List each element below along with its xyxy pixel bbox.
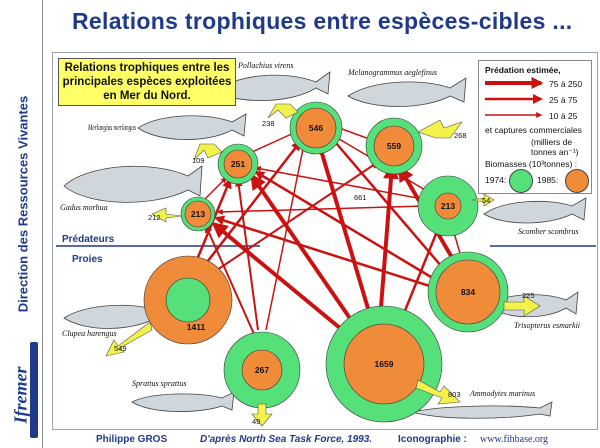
catch-arrow-whiting [193, 143, 223, 161]
catch-arrow-mackerel [471, 193, 495, 207]
norway-pout-node-1985 [435, 259, 501, 325]
arrow-sandeel-saithe [378, 162, 399, 321]
arrow-cod-whiting [203, 177, 227, 201]
sprat-value: 267 [255, 365, 269, 375]
cod-value: 213 [191, 209, 205, 219]
legend-1985-swatch [565, 169, 589, 193]
flow-label-whiting-catch: 109 [192, 156, 205, 165]
sprat-fish-icon [131, 391, 235, 412]
flow-label-pout-catch: 225 [522, 291, 535, 300]
flow-label-mackerel-catch: 54 [482, 196, 490, 205]
legend-year-1974: 1974: [485, 175, 507, 185]
species-saithe: Pollachius virens [237, 61, 293, 70]
legend-arrow-samples [485, 77, 544, 118]
arrow-mackerel-cod [216, 205, 427, 215]
catch-arrows [105, 103, 541, 427]
whiting-fish-icon [137, 113, 247, 140]
whiting-value: 251 [231, 159, 245, 169]
herring-node-1974 [165, 277, 211, 323]
cod-node-1985 [184, 200, 212, 228]
haddock-value: 546 [309, 123, 323, 133]
saithe-node-1985 [373, 125, 415, 167]
catch-arrow-saithe [417, 119, 463, 139]
catch-arrow-cod [151, 207, 183, 223]
sidebar-divider [42, 0, 43, 448]
arrow-sprat-whiting [234, 178, 259, 331]
arrow-sandeel-whiting [250, 173, 360, 332]
catch-arrow-herring [105, 321, 153, 357]
arrow-sandeel-haddock [313, 136, 374, 323]
species-mackerel: Scomber scombrus [518, 227, 579, 236]
norway-pout-value: 834 [461, 287, 475, 297]
flow-label-sandeel-flow: 661 [354, 193, 367, 202]
flow-label-saithe-catch: 268 [454, 131, 467, 140]
haddock-node-1985 [295, 107, 337, 149]
footer-iconography: Iconographie : [398, 434, 467, 445]
arrow-whiting-haddock [251, 131, 298, 153]
herring-value: 1411 [187, 322, 206, 332]
saithe-fish-icon [213, 71, 331, 101]
legend-box: Prédation estimée, 75 à 250 25 à 75 10 à… [478, 60, 592, 194]
species-whiting-genus: Merlangius merlangus [87, 123, 136, 132]
sandeel-fish-icon [411, 401, 553, 419]
species-sandeel: Ammodytes marinus [469, 389, 535, 398]
sidebar: Direction des Ressources Vivantes Ifreme… [0, 0, 46, 448]
info-box: Relations trophiques entre les principal… [58, 58, 236, 106]
species-haddock: Melanogrammus aeglefinus [347, 68, 437, 77]
species-cod: Gadus morhua [60, 203, 108, 212]
arrow-herring-saithe [213, 161, 380, 273]
legend-biomass-label: Biomasses (10³tonnes) : [485, 159, 578, 169]
arrow-pout-haddock [328, 134, 449, 275]
footer-url[interactable]: www.fihbase.org [480, 434, 549, 445]
flow-label-haddock-catch: 238 [262, 119, 275, 128]
legend-1974-swatch [509, 169, 533, 193]
haddock-fish-icon [347, 77, 467, 107]
arrow-pout-whiting [254, 170, 437, 282]
legend-year-1985: 1985: [537, 175, 559, 185]
ifremer-logo: Ifremer [4, 340, 38, 440]
species-pout: Trisopterus esmarkii [514, 321, 580, 330]
flow-label-herring-catch: 549 [114, 344, 127, 353]
legend-title: Prédation estimée, [485, 65, 561, 75]
catch-arrow-sprat [251, 403, 273, 427]
footer-author: Philippe GROS [96, 434, 168, 445]
legend-catch-note: et captures commerciales [485, 125, 582, 135]
footer-source: D'après North Sea Task Force, 1993. [200, 434, 373, 445]
catch-arrow-haddock [267, 103, 299, 119]
arrow-herring-haddock [203, 140, 302, 267]
arrow-pout-cod [214, 215, 437, 290]
sandeel-node-1985 [343, 323, 425, 405]
sandeel-value: 1659 [375, 359, 394, 369]
saithe-value: 559 [387, 141, 401, 151]
cod-fish-icon [63, 165, 203, 203]
species-herring: Clupea harengus [62, 329, 117, 338]
predators-label: Prédateurs [62, 234, 115, 245]
flow-label-sprat-catch: 49 [252, 417, 260, 426]
predation-arrows [194, 125, 463, 340]
flow-label-sandeel-catch: 803 [448, 390, 461, 399]
legend-row-medium: 25 à 75 [549, 95, 578, 105]
legend-row-small: 10 à 25 [549, 111, 578, 121]
mackerel-fish-icon [483, 197, 587, 224]
mackerel-value: 213 [441, 201, 455, 211]
arrow-sprat-cod [204, 224, 255, 335]
flow-label-cod-catch: 212 [148, 213, 161, 222]
mackerel-node-1985 [434, 192, 462, 220]
legend-catch-unit: (milliers de tonnes an⁻¹) [531, 137, 579, 157]
catch-arrow-sandeel [415, 379, 461, 405]
legend-row-large: 75 à 250 [549, 79, 583, 89]
arrow-mackerel-whiting [254, 165, 429, 201]
logo-bar [30, 342, 38, 438]
whiting-node-1985 [223, 149, 253, 179]
footer: Philippe GROS D'après North Sea Task For… [52, 432, 598, 448]
arrow-sandeel-cod [211, 221, 354, 340]
catch-arrow-pout [503, 295, 541, 317]
species-sprat: Sprattus sprattus [132, 379, 186, 388]
sprat-node-1985 [241, 349, 283, 391]
page-title: Relations trophiques entre espèces-cible… [72, 8, 573, 34]
prey-label: Proies [72, 254, 103, 265]
